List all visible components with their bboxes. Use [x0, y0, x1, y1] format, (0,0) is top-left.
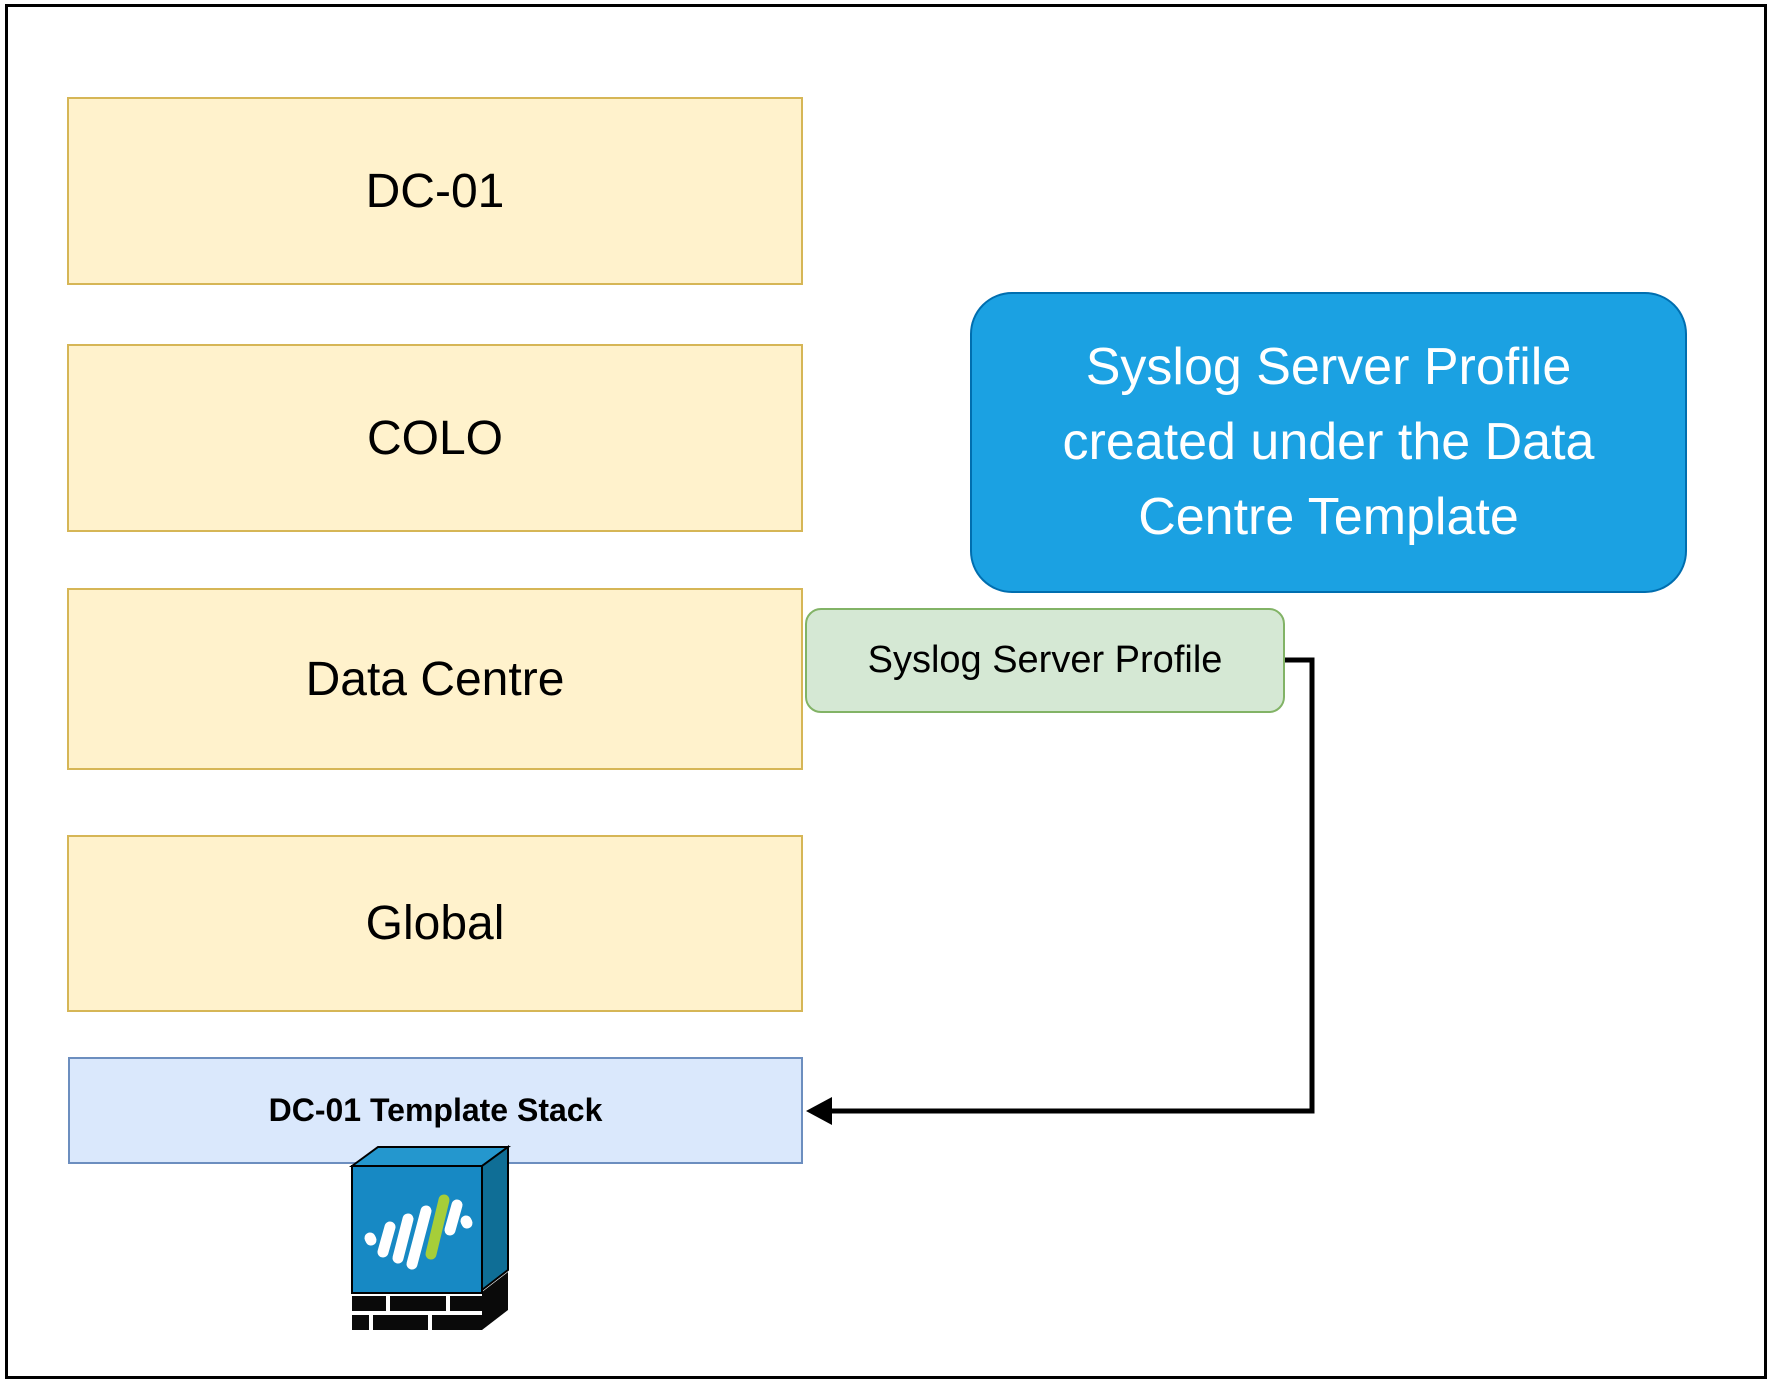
template-box-data-centre: Data Centre — [67, 588, 803, 770]
annotation-callout-text: Syslog Server Profile created under the … — [1062, 338, 1595, 546]
template-box-global-label: Global — [365, 897, 505, 950]
template-box-dc01-label: DC-01 — [365, 164, 505, 218]
annotation-callout: Syslog Server Profile created under the … — [970, 292, 1687, 593]
syslog-profile-label: Syslog Server Profile — [867, 639, 1223, 681]
template-stack-label: DC-01 Template Stack — [268, 1092, 603, 1128]
soundwave-bars — [364, 1199, 473, 1270]
template-box-colo: COLO — [67, 344, 803, 532]
template-box-global: Global — [67, 835, 803, 1012]
brick-base — [352, 1296, 482, 1330]
template-box-data-centre-label: Data Centre — [305, 652, 565, 706]
template-box-colo-label: COLO — [366, 411, 504, 465]
template-box-dc01: DC-01 — [67, 97, 803, 285]
firewall-icon — [348, 1145, 512, 1330]
syslog-profile-box: Syslog Server Profile — [805, 608, 1285, 713]
